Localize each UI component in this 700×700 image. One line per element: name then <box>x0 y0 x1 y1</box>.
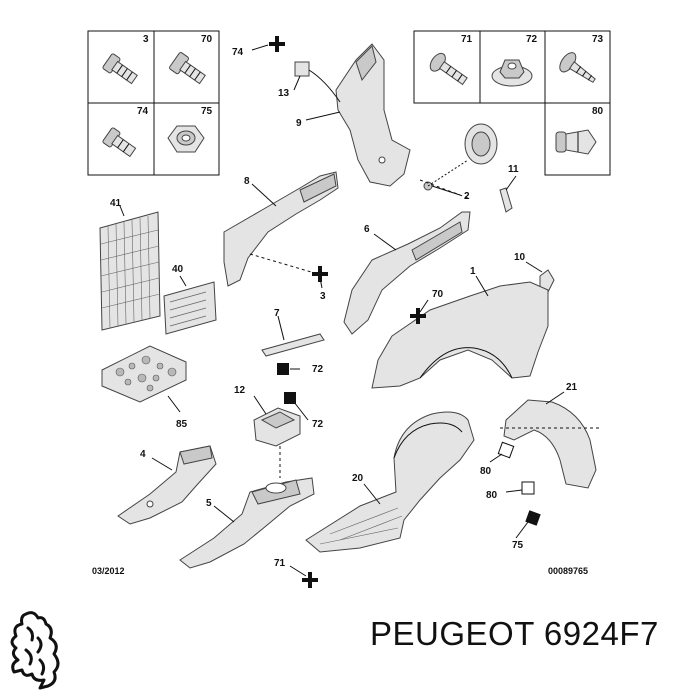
callout-1: 1 <box>470 266 476 277</box>
part-85-parts-kit <box>101 345 187 403</box>
fastener-75-square <box>525 510 541 526</box>
callout-20: 20 <box>352 473 364 484</box>
callout-40: 40 <box>172 264 184 275</box>
callout-5: 5 <box>206 498 212 509</box>
callout-6: 6 <box>364 224 370 235</box>
part-9-pillar-bracket <box>335 43 411 187</box>
callout-80: 80 <box>486 490 498 501</box>
callout-3: 3 <box>320 291 326 302</box>
callout-12: 12 <box>234 385 246 396</box>
callout-4: 4 <box>140 449 146 460</box>
fastener-80-square <box>521 481 535 495</box>
screw-icon <box>429 52 468 86</box>
part-6-lower-bracket <box>343 179 471 335</box>
fastener-72-square <box>277 363 289 375</box>
leader-lines <box>119 44 565 577</box>
fastener-80-square <box>497 441 515 459</box>
callout-80: 80 <box>480 466 492 477</box>
diagram-reference: 00089765 <box>548 566 589 576</box>
screw-icon <box>102 127 137 158</box>
part-21-rear-liner <box>500 399 600 489</box>
callout-85: 85 <box>176 419 188 430</box>
part-1-fender <box>371 281 549 389</box>
callout-71: 71 <box>274 558 286 569</box>
nut-icon <box>167 125 205 153</box>
legend-ref-74: 74 <box>137 106 149 117</box>
clip-icon <box>555 129 597 155</box>
callout-70: 70 <box>432 289 444 300</box>
nut-icon <box>491 59 533 87</box>
legend-left-grid: 3 70 74 75 <box>87 30 220 176</box>
callout-9: 9 <box>296 118 302 129</box>
part-4-lower-rail <box>117 445 217 525</box>
legend-ref-71: 71 <box>461 34 473 45</box>
callout-21: 21 <box>566 382 578 393</box>
callout-13: 13 <box>278 88 290 99</box>
legend-ref-3: 3 <box>143 34 149 45</box>
callout-7: 7 <box>274 308 280 319</box>
legend-ref-73: 73 <box>592 34 604 45</box>
callout-2: 2 <box>464 191 470 202</box>
callout-8: 8 <box>244 176 250 187</box>
part-41-insulation-pad <box>99 211 161 331</box>
diagram-date: 03/2012 <box>92 566 125 576</box>
part-11-bracket <box>499 187 513 213</box>
callout-75: 75 <box>512 540 524 551</box>
legend-right-grid: 71 72 73 80 <box>413 30 611 176</box>
legend-ref-72: 72 <box>526 34 538 45</box>
cross-markers <box>269 36 426 588</box>
legend-ref-75: 75 <box>201 106 213 117</box>
screw-icon <box>102 53 138 85</box>
legend-ref-70: 70 <box>201 34 213 45</box>
screw-icon <box>169 52 206 85</box>
part-40-label-sheet <box>163 281 217 335</box>
peugeot-lion-icon <box>10 611 60 690</box>
fastener-72-square <box>284 392 296 404</box>
part-8-upper-bracket <box>223 171 339 287</box>
part-2-grommet <box>423 123 498 191</box>
callout-41: 41 <box>110 198 122 209</box>
callout-10: 10 <box>514 252 526 263</box>
part-20-wheel-arch-liner <box>305 411 475 553</box>
callout-11: 11 <box>508 164 519 175</box>
part-13-clip <box>294 61 341 103</box>
callout-labels: 74 13 9 2 11 8 3 41 6 10 40 1 70 7 72 12… <box>110 47 578 569</box>
callout-74: 74 <box>232 47 244 58</box>
part-12-bracket <box>253 407 301 447</box>
callout-72: 72 <box>312 364 324 375</box>
callout-72: 72 <box>312 419 324 430</box>
part-5-lower-rail <box>179 477 315 569</box>
part-7-strip <box>261 333 325 357</box>
brand-part-title: PEUGEOT 6924F7 <box>370 615 659 652</box>
legend-ref-80: 80 <box>592 106 604 117</box>
screw-icon <box>559 52 596 83</box>
